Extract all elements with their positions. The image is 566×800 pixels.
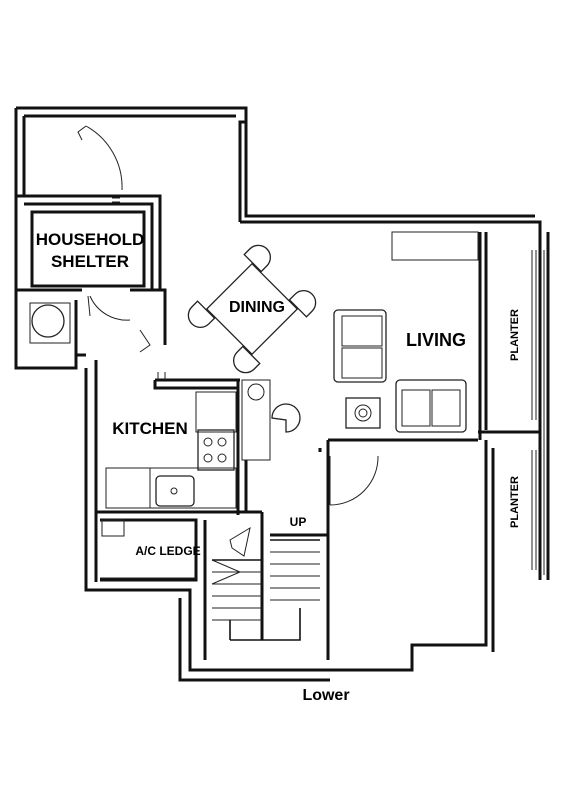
shelter-door-swing [89,295,131,321]
exterior-walls [14,106,550,682]
stair-up-label: UP [290,515,307,529]
entrance-door-swing [85,125,123,191]
doors [77,125,379,506]
interior-walls [16,194,540,660]
sofa-vertical [333,309,387,383]
tv-console [391,231,479,261]
planter-lower-label: PLANTER [509,476,521,528]
kitchen-sink [155,475,195,507]
stove-hob [197,429,235,471]
room-labels: HOUSEHOLD SHELTER DINING LIVING KITCHEN … [36,230,521,558]
living-door-swing [329,455,379,506]
sofa-horizontal [395,379,467,433]
floor-caption: Lower [302,687,349,704]
dining-label: DINING [229,299,285,316]
kitchen-label: KITCHEN [112,419,188,438]
staircase [211,539,320,641]
planter-railings [531,250,545,575]
ac-ledge-area [100,519,251,579]
kitchen-door [139,329,151,353]
kitchen-fixtures [105,372,301,509]
ac-ledge-label: A/C LEDGE [135,544,200,558]
shelter-fixtures [29,210,146,344]
shelter-label: SHELTER [51,252,129,271]
household-label: HOUSEHOLD [36,230,145,249]
living-label: LIVING [406,330,466,350]
side-table [345,397,381,429]
dining-table-set [187,244,317,374]
planter-upper-label: PLANTER [509,309,521,361]
